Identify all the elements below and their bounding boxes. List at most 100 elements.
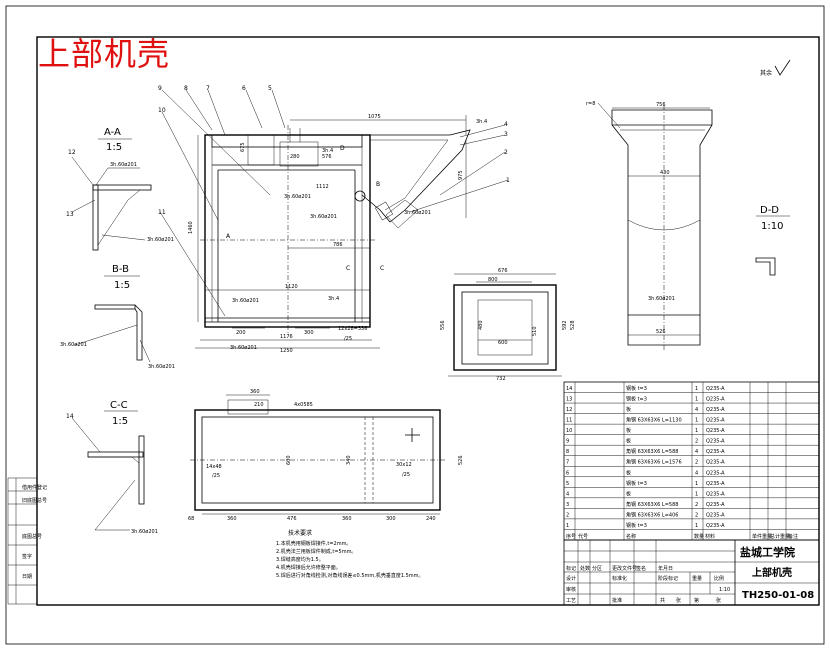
- bom-cell-no: 3: [566, 502, 569, 508]
- bom-cell-mat: Q235-A: [706, 407, 725, 413]
- bom-cell-mat: Q235-A: [706, 512, 725, 518]
- front-dim-300: 300: [304, 330, 314, 336]
- bom-cell-name: 钢板 t=3: [626, 480, 647, 487]
- tb-part-name: 上部机壳: [752, 566, 792, 579]
- section-aa-scale: 1:5: [106, 142, 122, 153]
- front-dim-top: 1075: [368, 114, 381, 120]
- section-bb: B-B 1:5 3h.60ø201 3h.60ø201: [60, 264, 175, 370]
- tb-review: 审核: [566, 586, 576, 593]
- front-weld-3: 3h.60ø201: [284, 194, 311, 200]
- bottom-dim-340: 340: [346, 455, 352, 465]
- bom-cell-mat: Q235-A: [706, 470, 725, 476]
- bom-cell-mat: Q235-A: [706, 460, 725, 466]
- bom-cell-mat: Q235-A: [706, 439, 725, 445]
- tb-sign: 签名: [636, 565, 646, 572]
- tb-weight: 重量: [692, 575, 702, 582]
- bom-cell-no: 14: [566, 386, 572, 392]
- tb-total: 共: [660, 597, 665, 604]
- bom-header-cell: 序号: [566, 533, 576, 540]
- tb-standard: 标准化: [612, 575, 627, 582]
- bottom-dim-68: 68: [188, 516, 194, 522]
- dd-dim-bot: 526: [656, 329, 666, 335]
- bom-cell-qty: 1: [695, 491, 698, 497]
- section-aa-weld1: 3h.60ø201: [110, 162, 137, 168]
- tb-scale-label: 比例: [714, 575, 724, 582]
- bom-cell-no: 6: [566, 470, 569, 476]
- front-view: 1075 786 1120 1176 1250 1460 200 300 975…: [158, 85, 510, 354]
- strip-label-3: 底图总号: [22, 533, 42, 540]
- tb-sheet: 张: [676, 597, 681, 604]
- tb-zone: 分区: [592, 565, 602, 572]
- front-weld-2: 3h.4: [322, 148, 333, 154]
- flange-dim-510: 510: [532, 326, 538, 336]
- bom-header-cell: 备注: [788, 533, 798, 540]
- section-cc-num: 14: [66, 413, 74, 420]
- dd-dim-mid: 430: [660, 170, 670, 176]
- section-dd: 756 430 526 3h.60ø201 r=8 D-D 1:10: [586, 101, 790, 350]
- bom-cell-mat: Q235-A: [706, 481, 725, 487]
- front-dim-1460: 1460: [188, 221, 194, 234]
- bom-header-cell: 代号: [578, 533, 588, 540]
- section-aa-weld2: 3h.60ø201: [147, 237, 174, 243]
- bom-cell-no: 9: [566, 439, 569, 445]
- bom-cell-name: 板: [626, 490, 631, 497]
- bottom-ratio-1: /25: [212, 473, 220, 479]
- note-4: 4.机壳焊接后允许修整平面。: [276, 564, 341, 571]
- bom-cell-qty: 4: [695, 449, 698, 455]
- callout-9: 9: [158, 85, 162, 92]
- bom-cell-mat: Q235-A: [706, 386, 725, 392]
- note-2: 2.机壳法兰用板焊件制成,t=5mm。: [276, 548, 356, 555]
- dd-scale: 1:10: [761, 221, 783, 232]
- notes-title: 技术要求: [288, 529, 312, 537]
- bom-cell-mat: Q235-A: [706, 418, 725, 424]
- bom-cell-no: 1: [566, 523, 569, 529]
- section-aa: A-A 1:5 12 13 3h.60ø201 3h.60ø201: [66, 127, 174, 251]
- bom-cell-qty: 1: [695, 428, 698, 434]
- section-bb-weld1: 3h.60ø201: [60, 342, 87, 348]
- section-aa-num-b: 13: [66, 211, 74, 218]
- bom-cell-no: 4: [566, 491, 569, 497]
- section-cc-scale: 1:5: [112, 416, 128, 427]
- bottom-note-2: 4x0585: [294, 402, 313, 408]
- strip-label-4: 签字: [22, 553, 32, 560]
- front-weld-4: 3h.60ø201: [310, 214, 337, 220]
- bom-cell-name: 板: [626, 469, 631, 476]
- front-dim-1112: 1112: [316, 184, 329, 190]
- bom-cell-no: 11: [566, 418, 572, 424]
- note-1: 1.本机壳用钢板焊接件,t=2mm。: [276, 540, 351, 547]
- dd-callout: r=8: [586, 101, 595, 107]
- bom-header-cell: 材料: [705, 533, 715, 540]
- strip-label-5: 日期: [22, 574, 32, 580]
- callout-6: 6: [242, 85, 246, 92]
- front-dim-1120: 1120: [285, 284, 298, 290]
- flange-dim-800: 800: [488, 277, 498, 283]
- bom-cell-qty: 4: [695, 470, 698, 476]
- bom-cell-no: 13: [566, 397, 572, 403]
- flange-dim-480: 480: [478, 320, 484, 330]
- front-marker-d: D: [340, 145, 345, 152]
- front-dim-675: 675: [240, 142, 246, 152]
- bom-cell-mat: Q235-A: [706, 428, 725, 434]
- front-weld-1: 3h.4: [476, 119, 487, 125]
- flange-dim-528: 528: [570, 320, 576, 330]
- front-marker-c2: C: [380, 265, 384, 272]
- section-aa-num-a: 12: [68, 149, 76, 156]
- bottom-dim-476: 476: [287, 516, 297, 522]
- bom-cell-no: 7: [566, 460, 569, 466]
- bom-cell-name: 板: [626, 406, 631, 413]
- callout-8: 8: [184, 85, 188, 92]
- dd-dim-top: 756: [656, 102, 666, 108]
- bom-cell-mat: Q235-A: [706, 449, 725, 455]
- strip-label-1: 借用件登记: [22, 484, 47, 491]
- callout-1: 1: [506, 177, 510, 184]
- tb-count: 处数: [580, 565, 590, 572]
- left-strip: 借用件登记 旧底图总号 底图总号 签字 日期: [7, 477, 47, 605]
- bottom-dim-526: 526: [458, 455, 464, 465]
- bom-cell-mat: Q235-A: [706, 502, 725, 508]
- tb-change: 更改文件号: [612, 565, 637, 572]
- callout-7: 7: [206, 85, 210, 92]
- bottom-dim-210: 210: [254, 402, 264, 408]
- bottom-dim-360a: 360: [250, 389, 260, 395]
- flange-dim-600: 600: [498, 340, 508, 346]
